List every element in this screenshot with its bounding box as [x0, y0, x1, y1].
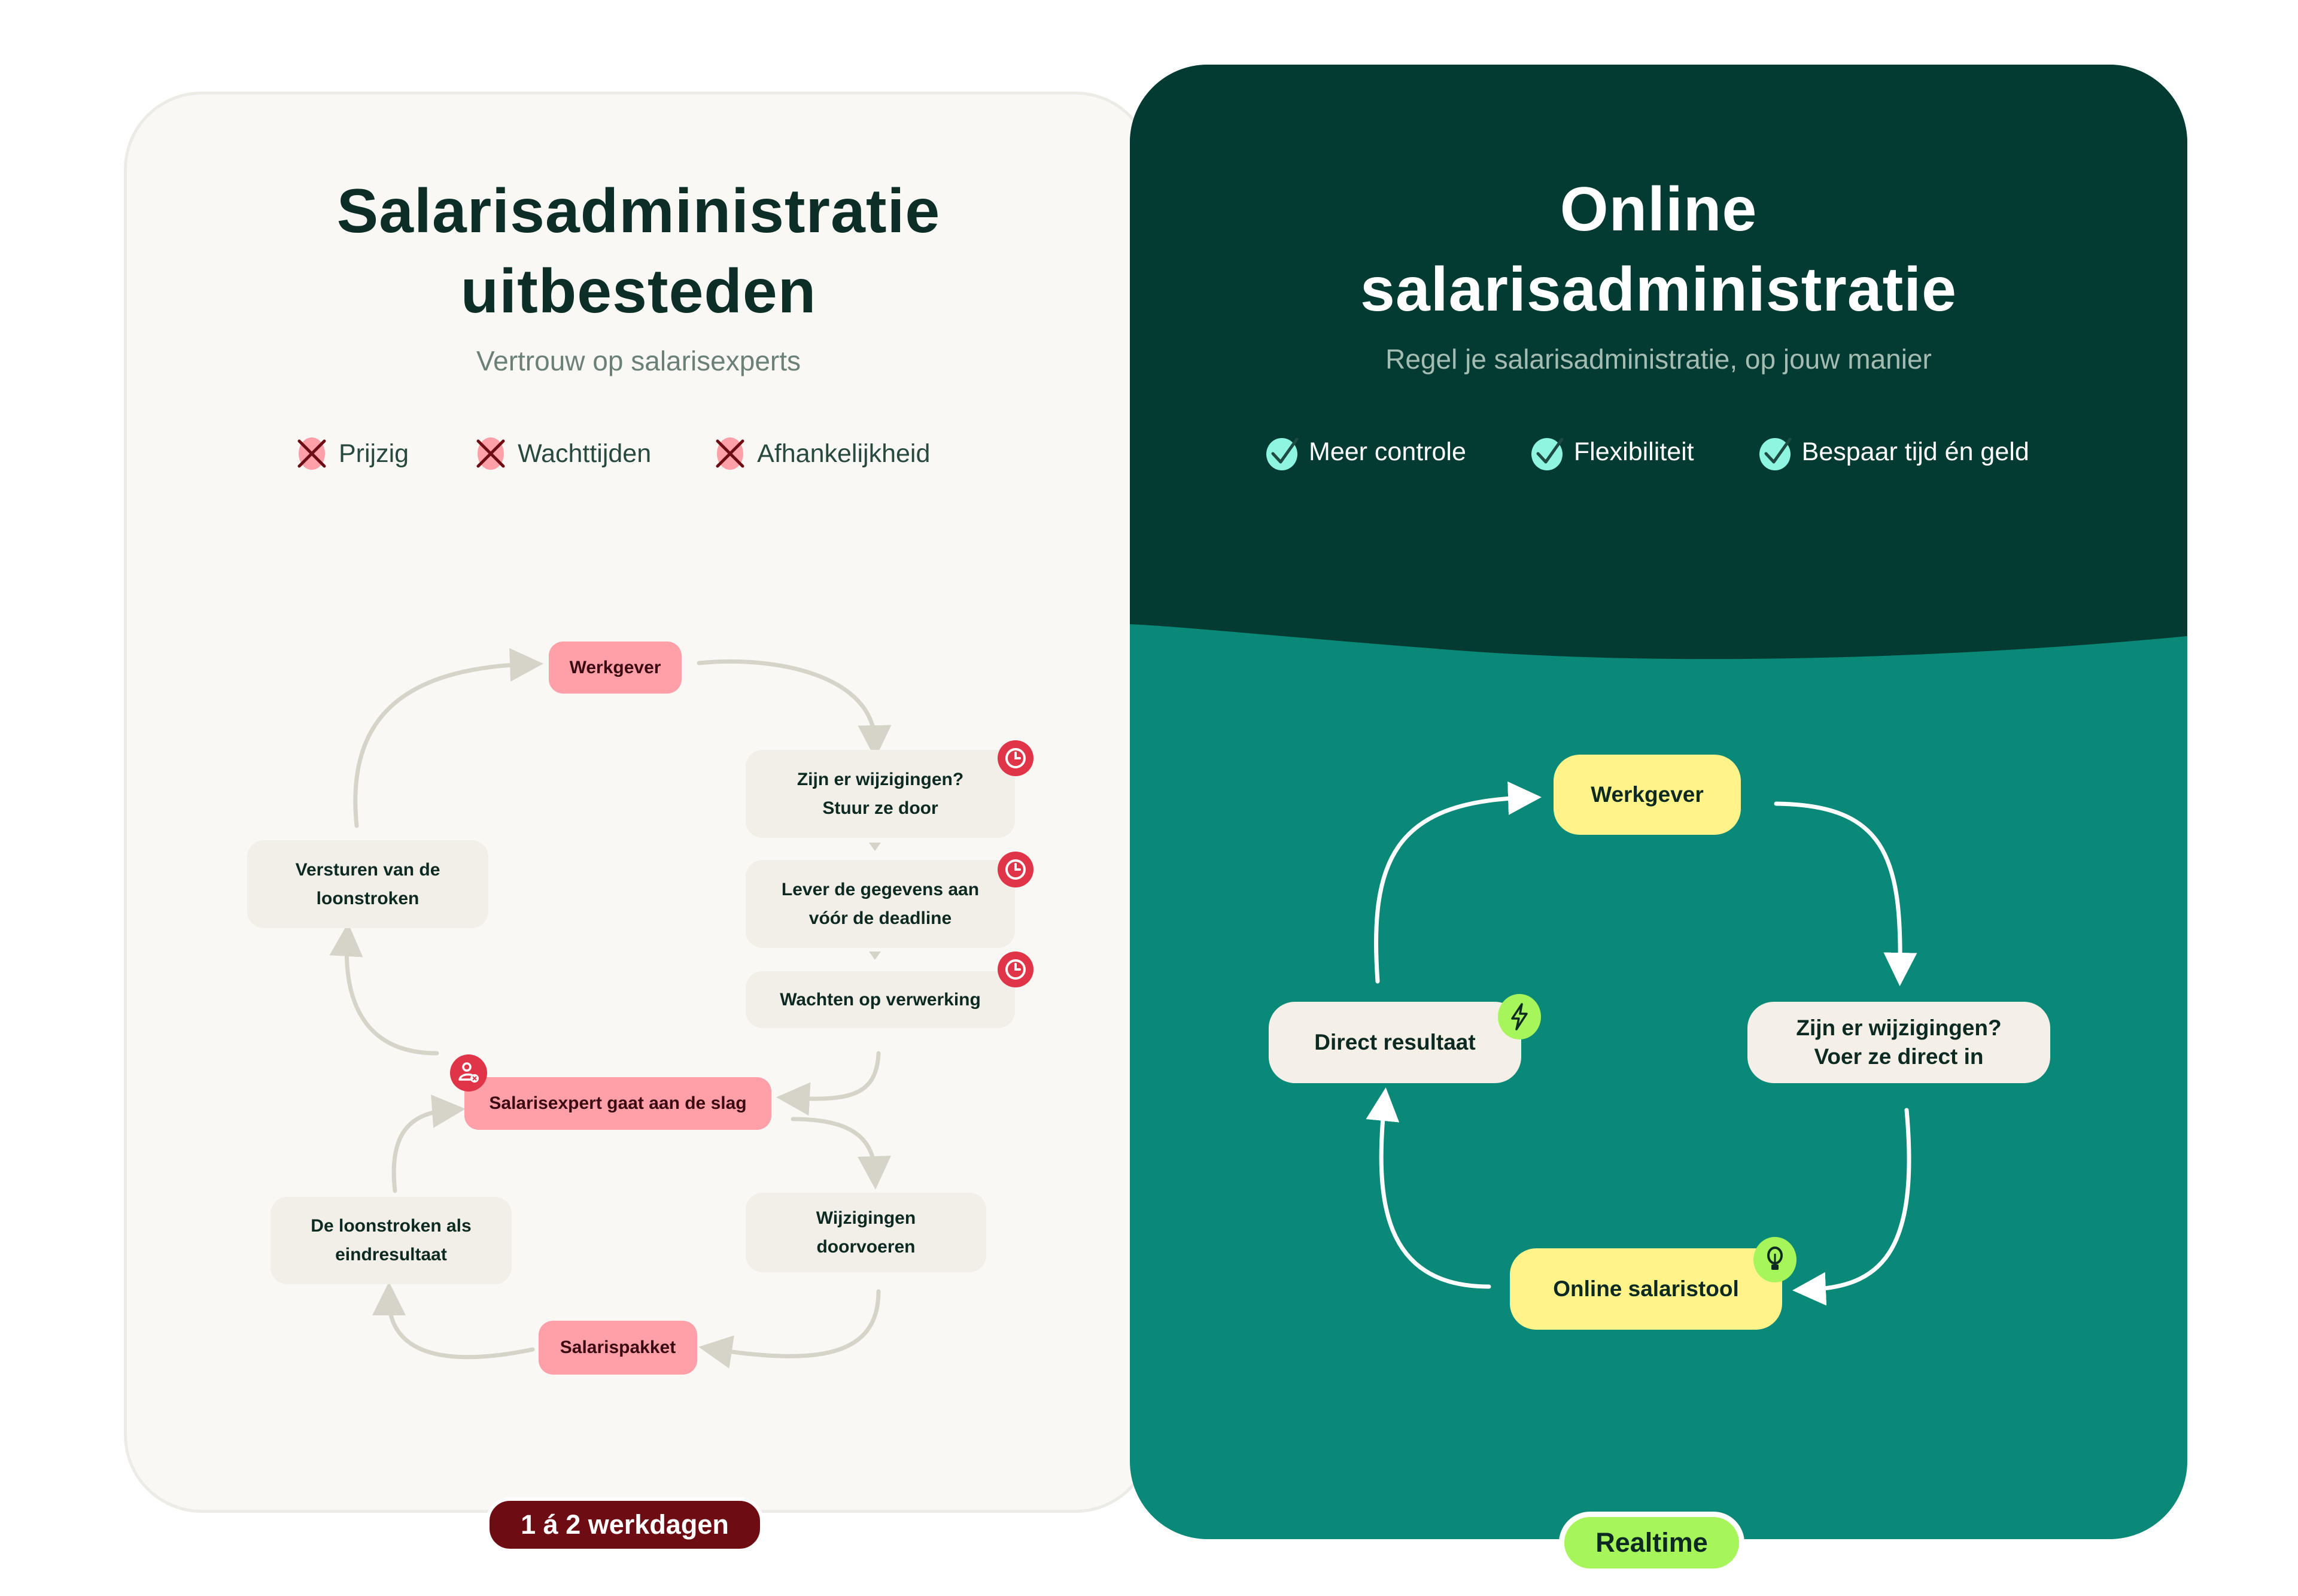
- outsourcing-title: Salarisadministratie uitbesteden: [127, 171, 1150, 332]
- check-icon: [1531, 436, 1564, 470]
- duration-badge-online: Realtime: [1559, 1512, 1744, 1574]
- node-label: Salarispakket: [560, 1337, 676, 1357]
- node-label: loonstroken: [316, 888, 420, 908]
- title-line-1: Salarisadministratie: [336, 177, 941, 246]
- node-label: Direct resultaat: [1314, 1030, 1476, 1054]
- con-label: Afhankelijkheid: [757, 439, 931, 468]
- outsourcing-flow-arrows: [329, 648, 892, 1369]
- online-title: Online salarisadministratie: [1130, 169, 2187, 330]
- node-label: Salarisexpert gaat aan de slag: [489, 1093, 747, 1113]
- clock-icon: [998, 740, 1034, 776]
- node-label: Lever de gegevens aan: [781, 879, 980, 899]
- node-label: vóór de deadline: [808, 908, 952, 928]
- pro-item: Flexibiliteit: [1531, 436, 1694, 470]
- check-icon: [1759, 436, 1792, 470]
- con-item: Prijzig: [296, 437, 409, 470]
- title-line-2: salarisadministratie: [1360, 255, 1957, 324]
- duration-label: Realtime: [1595, 1527, 1708, 1558]
- online-subtitle: Regel je salarisadministratie, op jouw m…: [1385, 343, 1932, 375]
- node-label: doorvoeren: [816, 1236, 916, 1257]
- clock-icon: [998, 852, 1034, 887]
- node-loonstroken[interactable]: De loonstroken als eindresultaat: [270, 1197, 512, 1284]
- con-item: Afhankelijkheid: [714, 437, 930, 470]
- outsourcing-subtitle: Vertrouw op salarisexperts: [476, 345, 801, 376]
- duration-badge-outsourcing: 1 á 2 werkdagen: [486, 1497, 764, 1552]
- pro-label: Flexibiliteit: [1573, 437, 1694, 466]
- node-versturen[interactable]: Versturen van de loonstroken: [247, 840, 488, 928]
- node-label: Werkgever: [1591, 782, 1704, 807]
- node-stuur-wijzigingen[interactable]: Zijn er wijzigingen? Stuur ze door: [746, 750, 1015, 838]
- node-label: Online salaristool: [1553, 1276, 1739, 1301]
- expert-person-icon: [450, 1054, 487, 1092]
- pro-label: Meer controle: [1309, 437, 1466, 466]
- node-salarisexpert[interactable]: Salarisexpert gaat aan de slag: [464, 1077, 771, 1130]
- con-item: Wachttijden: [475, 437, 651, 470]
- lightning-icon: [1498, 994, 1541, 1039]
- clock-icon: [998, 951, 1034, 987]
- check-icon: [1266, 436, 1299, 470]
- node-voer-wijzigingen-in[interactable]: Zijn er wijzigingen? Voer ze direct in: [1747, 1002, 2050, 1083]
- node-label: eindresultaat: [335, 1245, 447, 1264]
- node-label: Voer ze direct in: [1814, 1044, 1984, 1069]
- online-flow-arrows: [1366, 781, 1917, 1306]
- node-label: Versturen van de: [295, 859, 440, 880]
- lightbulb-icon: [1753, 1237, 1797, 1282]
- node-label: De loonstroken als: [311, 1216, 472, 1236]
- node-wachten[interactable]: Wachten op verwerking: [746, 971, 1015, 1028]
- node-doorvoeren[interactable]: Wijzigingen doorvoeren: [746, 1193, 986, 1272]
- node-salarispakket[interactable]: Salarispakket: [539, 1321, 697, 1375]
- header-wave: [1130, 65, 2187, 659]
- con-label: Wachttijden: [518, 439, 652, 468]
- pro-item: Bespaar tijd én geld: [1759, 436, 2029, 470]
- node-lever-gegevens[interactable]: Lever de gegevens aan vóór de deadline: [746, 860, 1015, 948]
- node-label: Zijn er wijzigingen?: [797, 769, 964, 789]
- x-icon: [475, 437, 507, 470]
- title-line-2: uitbesteden: [460, 257, 817, 326]
- node-online-salaristool[interactable]: Online salaristool: [1510, 1248, 1782, 1330]
- title-line-1: Online: [1560, 175, 1758, 244]
- x-icon: [296, 437, 328, 470]
- x-icon: [714, 437, 746, 470]
- node-direct-resultaat[interactable]: Direct resultaat: [1269, 1002, 1521, 1083]
- cons-list: Prijzig Wachttijden Afhankelijkheid: [296, 437, 996, 470]
- duration-label: 1 á 2 werkdagen: [521, 1509, 729, 1540]
- node-label: Wachten op verwerking: [780, 989, 981, 1010]
- node-label: Werkgever: [569, 657, 661, 677]
- node-label: Wijzigingen: [816, 1208, 916, 1228]
- node-werkgever-online[interactable]: Werkgever: [1554, 755, 1741, 835]
- pros-list: Meer controle Flexibiliteit Bespaar tijd…: [1266, 436, 2095, 470]
- pro-item: Meer controle: [1266, 436, 1466, 470]
- con-label: Prijzig: [339, 439, 409, 468]
- node-werkgever[interactable]: Werkgever: [549, 642, 682, 694]
- pro-label: Bespaar tijd én geld: [1801, 437, 2029, 466]
- node-label: Zijn er wijzigingen?: [1796, 1016, 2002, 1040]
- node-label: Stuur ze door: [822, 798, 938, 818]
